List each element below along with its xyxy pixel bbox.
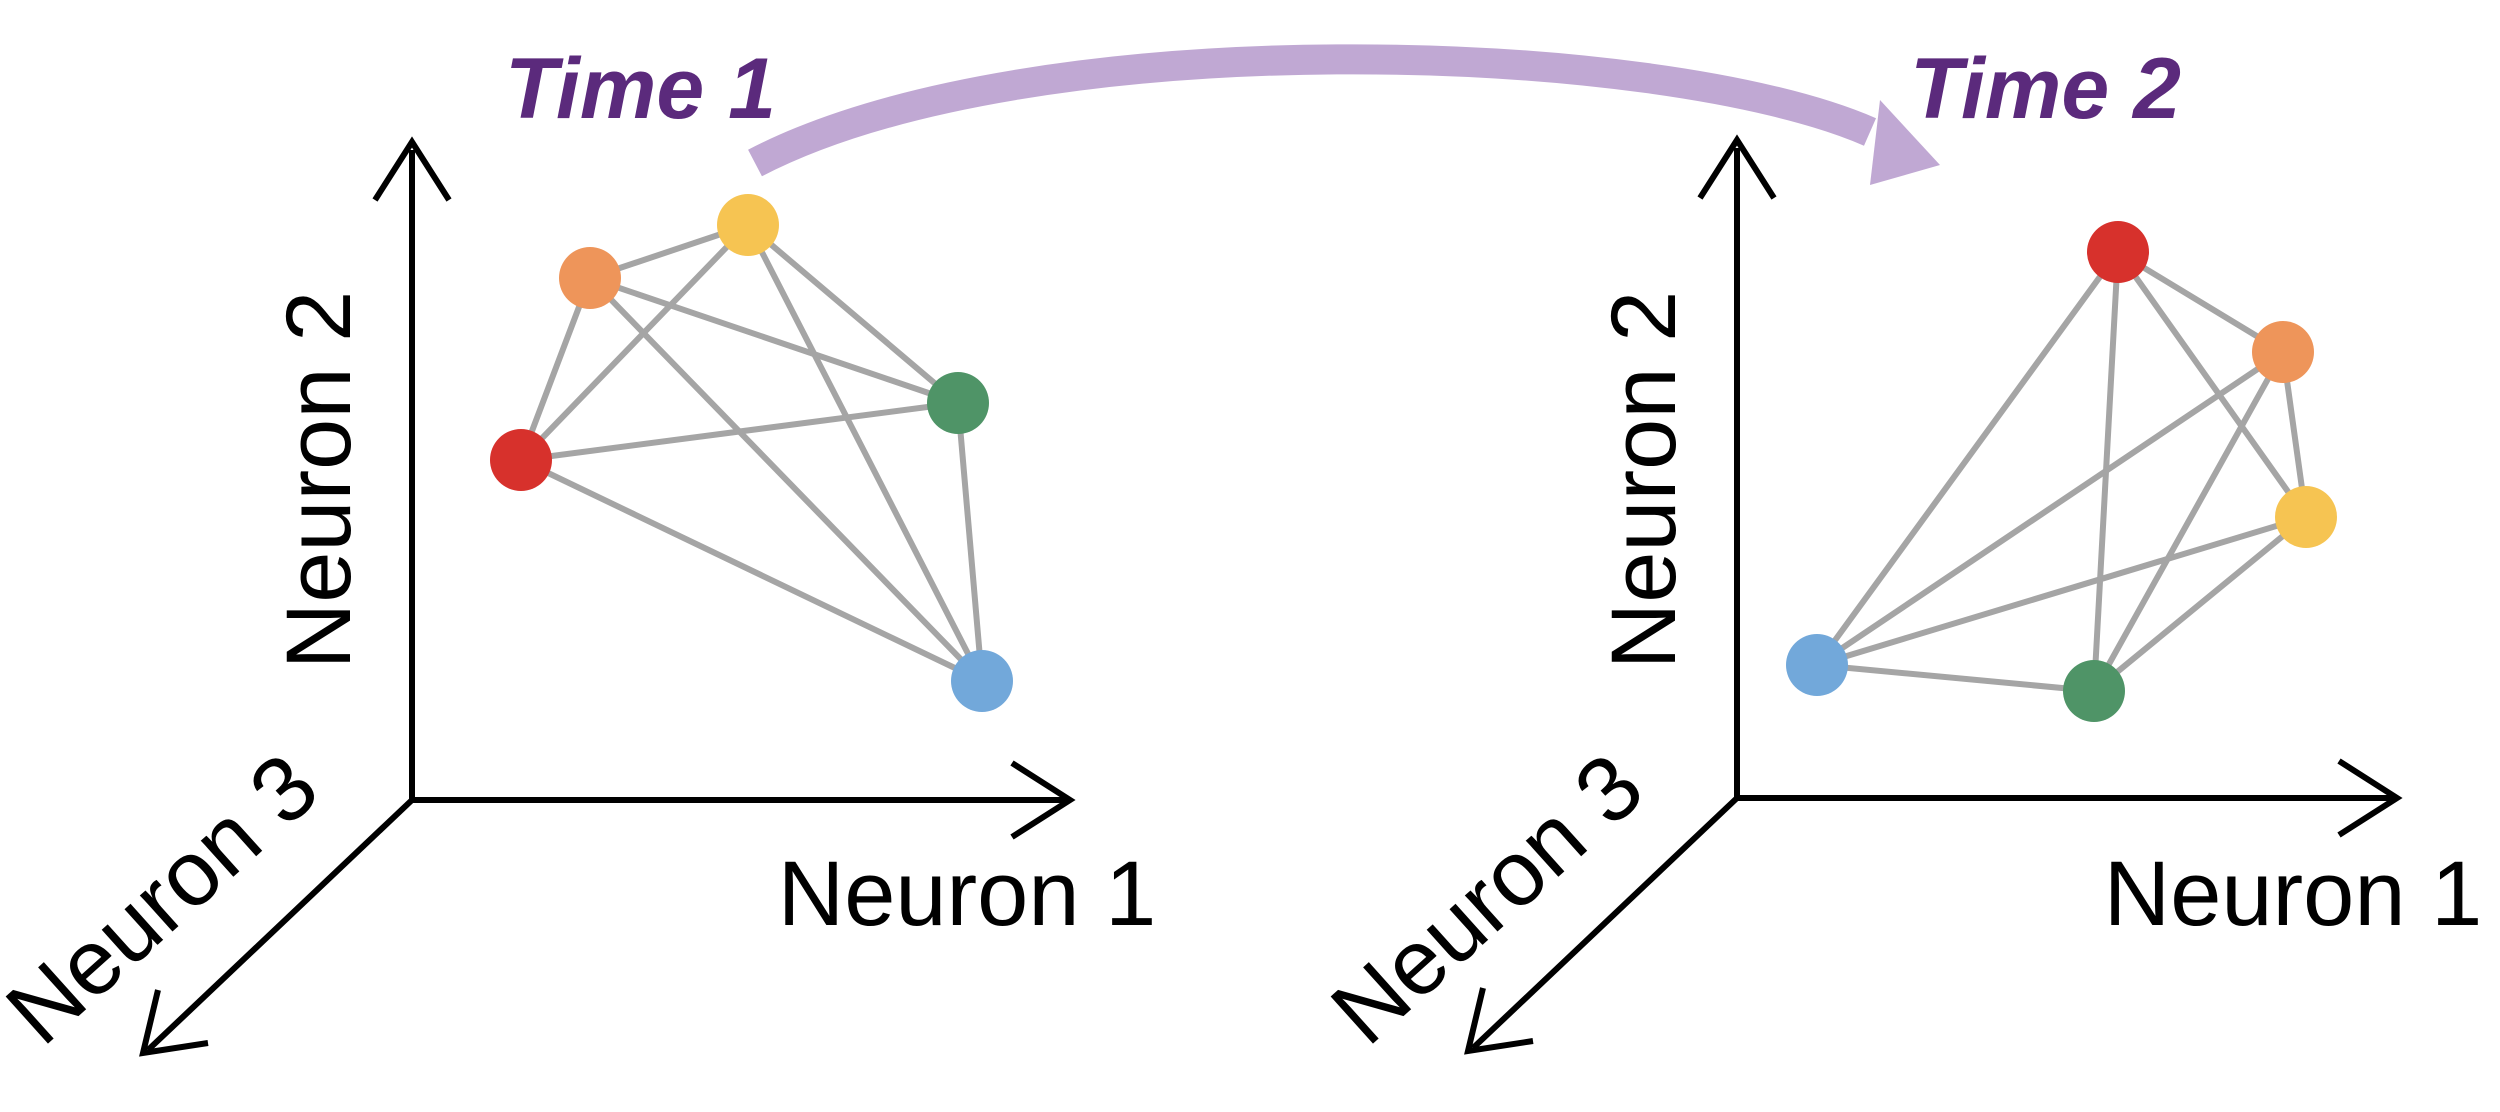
time-1-label: Time 1 [505,41,776,137]
node-blue [1786,634,1848,696]
node-blue [951,650,1013,712]
neuron-2-label: Neuron 2 [268,291,370,669]
node-red [490,429,552,491]
edge-red-yellow [2115,249,2309,520]
edges-time-1 [518,222,985,684]
edge-yellow-red [518,222,751,463]
neuron-2-arrowhead-icon [1697,134,1777,200]
edge-red-orange [2115,249,2286,355]
edge-green-blue [955,400,985,684]
network-time-1 [490,194,1013,712]
neuron-2-label: Neuron 2 [1593,291,1695,669]
axes-time-2: Neuron 2 Neuron 1 Neuron 3 [1313,134,2482,1063]
transition-arrow-icon [748,44,1940,185]
neuron-2-arrowhead-icon [372,136,452,202]
nodes-time-2 [1786,221,2337,722]
neuron-1-label: Neuron 1 [778,843,1156,945]
neuron-3-label: Neuron 3 [1313,734,1663,1063]
node-green [927,372,989,434]
node-yellow [717,194,779,256]
neuron-3-arrowhead-icon [1464,987,1534,1055]
neuron-3-label: Neuron 3 [0,734,337,1063]
nodes-time-1 [490,194,1013,712]
neuron-3-axis [1470,795,1740,1051]
edge-red-green [518,400,961,463]
neuron-3-arrowhead-icon [139,989,209,1057]
edge-red-blue [1814,249,2121,668]
edge-yellow-green [745,222,961,406]
node-orange [2252,321,2314,383]
edge-red-blue [518,457,985,684]
node-orange [559,247,621,309]
node-green [2063,660,2125,722]
node-red [2087,221,2149,283]
neuron-1-label: Neuron 1 [2104,843,2482,945]
edge-orange-green [2091,349,2286,694]
node-yellow [2275,486,2337,548]
neuron-1-arrowhead-icon [2337,758,2403,838]
edge-yellow-blue [1814,514,2309,668]
edge-orange-red [518,275,593,463]
panel-time-2: Time 2 Neuron 2 Neuron 1 Neuron 3 [1313,41,2483,1063]
edge-orange-blue [587,275,985,684]
edge-yellow-green [2091,514,2309,694]
network-time-2 [1786,221,2337,722]
neuron-1-arrowhead-icon [1010,760,1076,840]
edges-time-2 [1814,249,2309,694]
edge-orange-blue [1814,349,2286,668]
edge-yellow-blue [745,222,985,684]
time-2-label: Time 2 [1910,41,2181,137]
edge-orange-green [587,275,961,406]
panel-time-1: Time 1 Neuron 2 Neuron 1 Neuron 3 [0,41,1156,1063]
neuron-3-axis [145,797,415,1053]
edge-blue-green [1814,662,2097,694]
